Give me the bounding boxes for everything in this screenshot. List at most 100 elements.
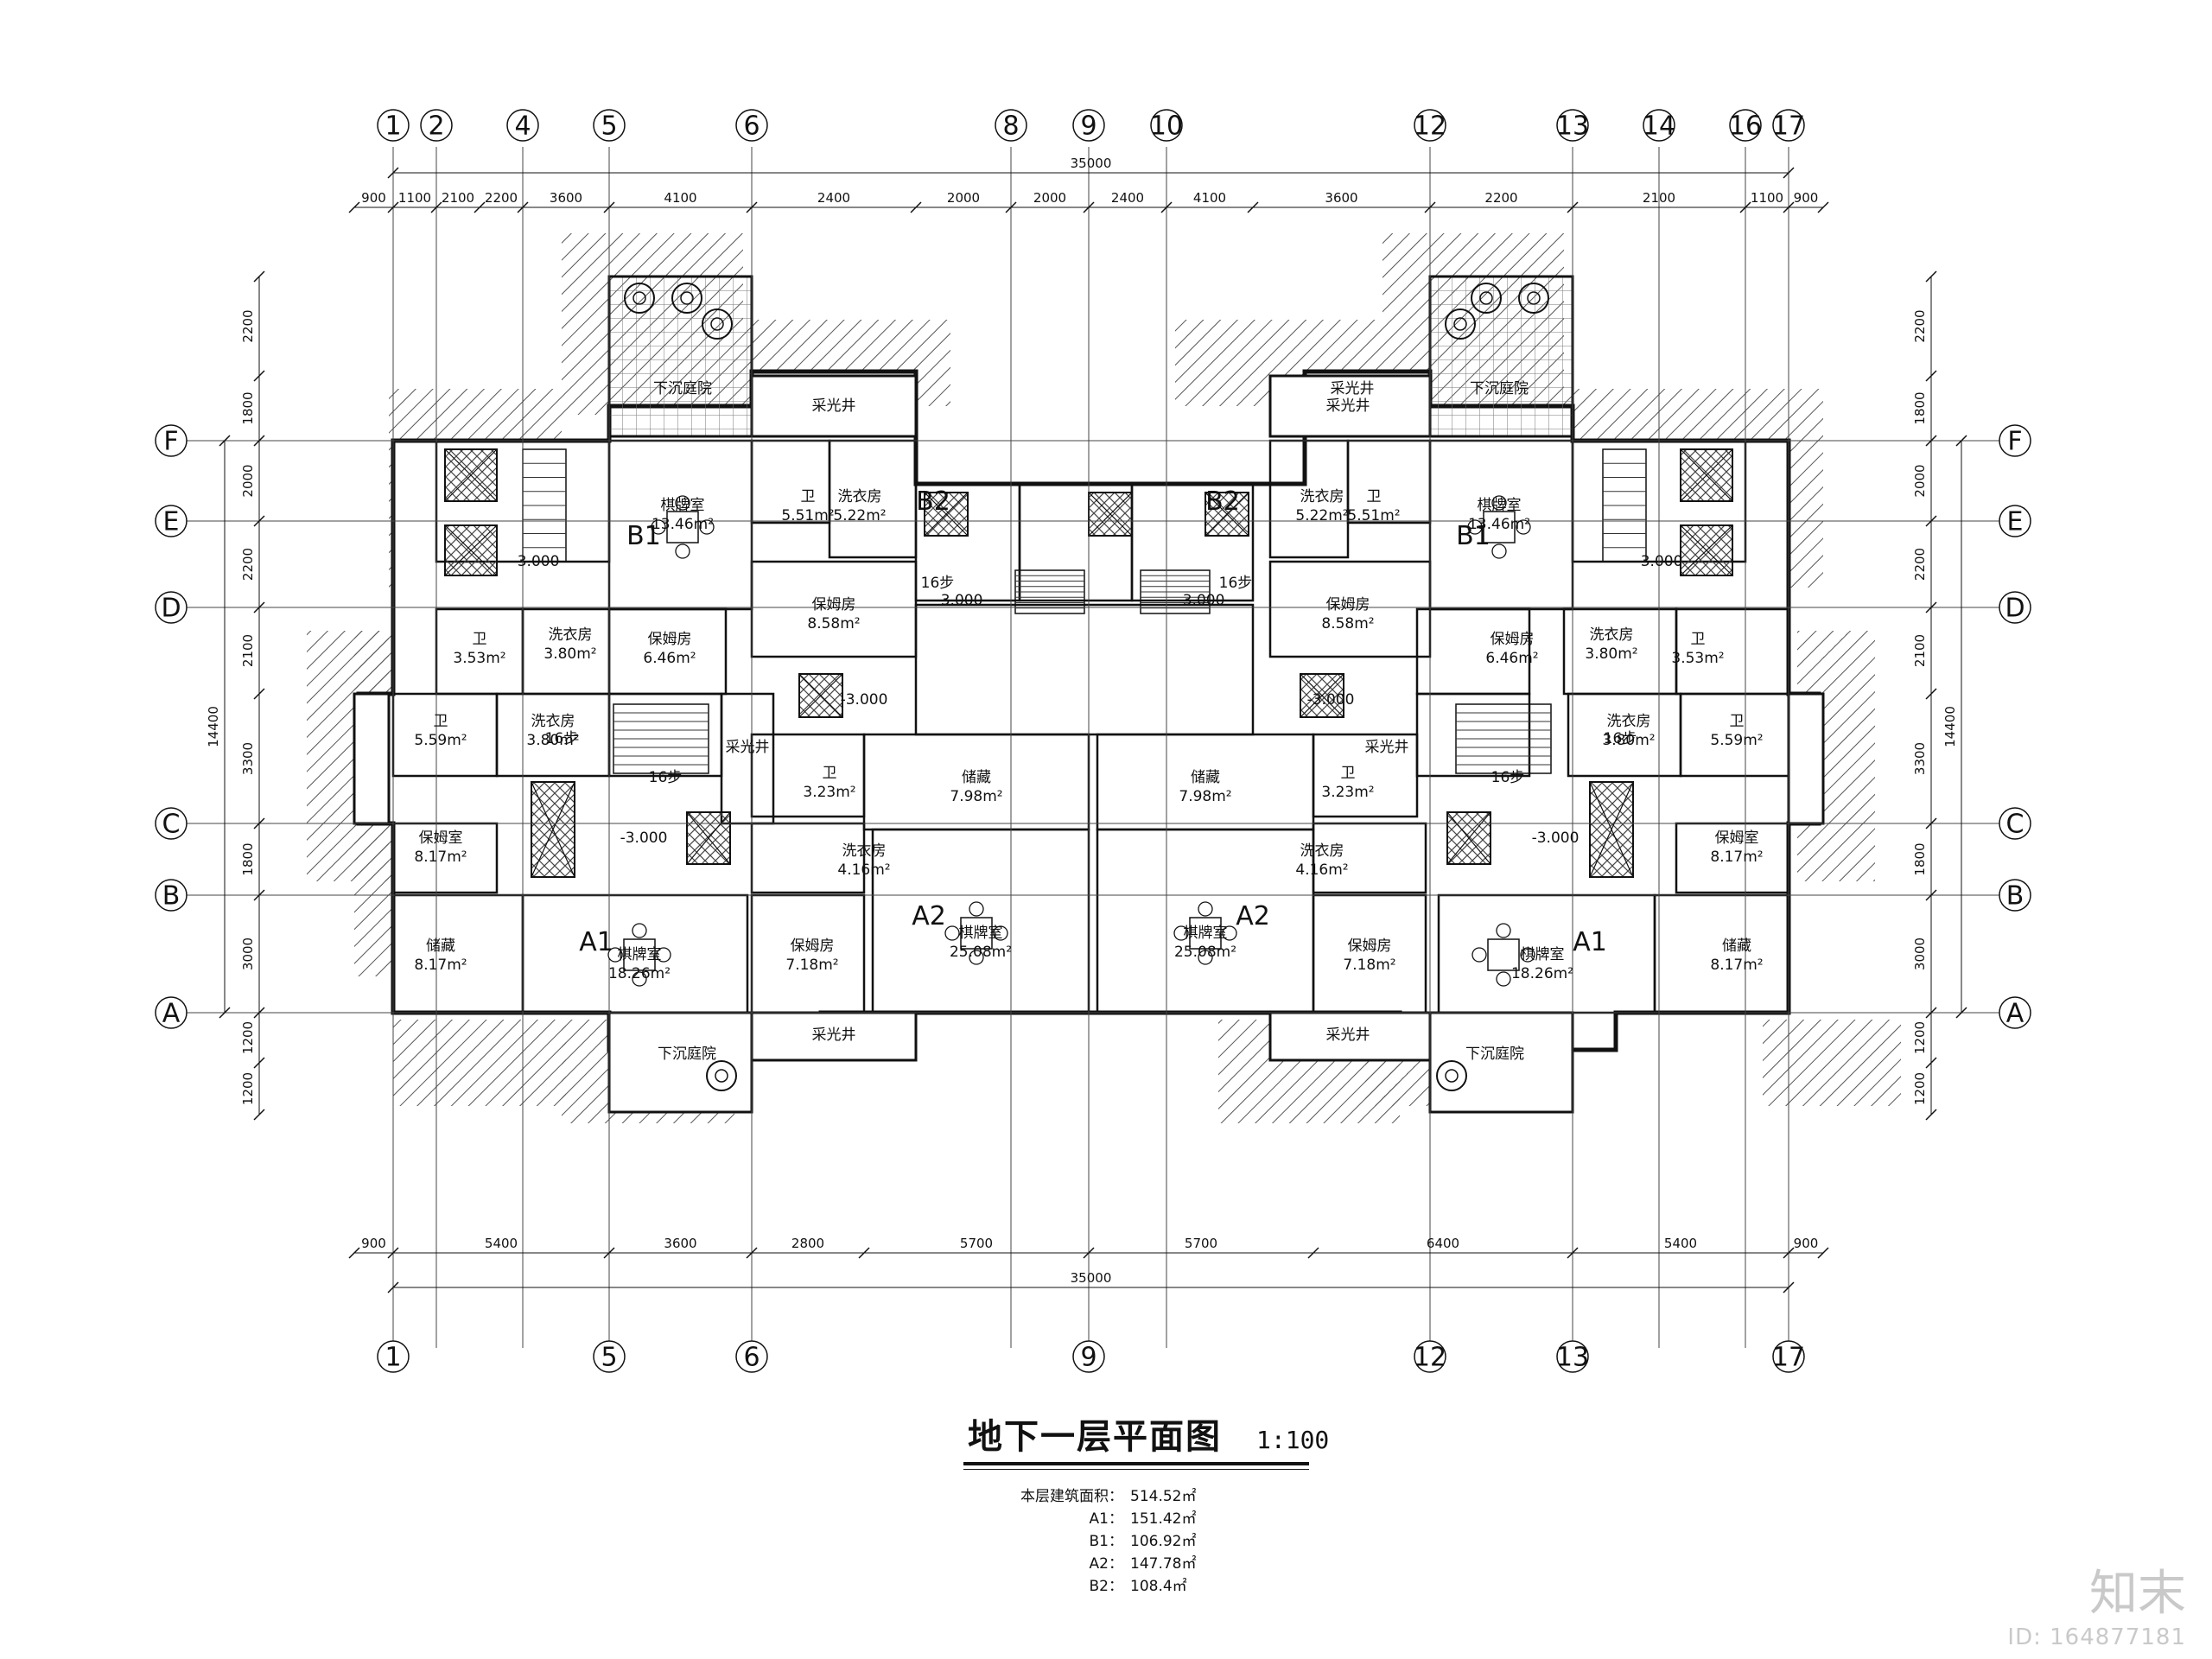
shaft-cross xyxy=(686,811,731,865)
dim-top-tick xyxy=(1160,201,1173,213)
room-name: 保姆室 xyxy=(419,830,463,847)
grid-label-top: 14 xyxy=(1643,111,1675,142)
shaft-cross xyxy=(1205,492,1249,537)
area-row-total: 本层建筑面积：514.52㎡ xyxy=(1020,1488,1197,1505)
grid-bubble xyxy=(155,505,188,537)
grid-label-left: A xyxy=(162,999,181,1029)
room-name-right: 保姆房 xyxy=(1326,596,1370,613)
room-area-right: 3.53m² xyxy=(1671,650,1724,667)
area-row-a1: A1：151.42㎡ xyxy=(1089,1510,1197,1528)
room-area: 3.23m² xyxy=(803,784,855,801)
room-area-right: 7.18m² xyxy=(1343,957,1395,974)
sunken-courtyard xyxy=(607,275,753,438)
dim-total-top-text: 35000 xyxy=(1071,156,1112,171)
dim-bottom-tick xyxy=(603,1247,615,1259)
room-name-right: 棋牌室 xyxy=(1184,925,1228,942)
grid-label-top: 1 xyxy=(385,111,401,142)
chair xyxy=(1520,947,1535,963)
grid-label-right: D xyxy=(2005,594,2024,624)
plant xyxy=(624,283,655,314)
shaft-cross xyxy=(1680,524,1733,576)
room-name: 采光井 xyxy=(1326,1027,1370,1044)
dim-bottom-text: 3600 xyxy=(664,1236,696,1251)
dim-top-tick xyxy=(387,201,399,213)
grid-bubble xyxy=(155,424,188,457)
dim-right-tick xyxy=(1925,817,1937,830)
shaft-cross xyxy=(531,781,575,878)
room-name-right: 卫 xyxy=(1730,713,1745,730)
room-name: 棋牌室 xyxy=(661,497,705,514)
dim-left-tick xyxy=(253,601,265,613)
room-name: 洗衣房 xyxy=(531,713,575,730)
room-area: 8.17m² xyxy=(414,957,467,974)
grid-label-top: 4 xyxy=(514,111,531,142)
dim-total-bottom-text: 35000 xyxy=(1071,1270,1112,1286)
room-name: 卫 xyxy=(823,765,837,782)
dim-total-top-tick xyxy=(387,167,399,179)
dim-left-tick xyxy=(253,688,265,700)
dim-right-tick xyxy=(1925,370,1937,382)
dim-right-text: 2100 xyxy=(1912,634,1928,667)
elevation-note: -3.000 xyxy=(620,830,668,847)
room-name-right: 采光井 xyxy=(1331,380,1375,397)
dim-total-bottom-tick xyxy=(1783,1281,1795,1294)
game-table xyxy=(1483,511,1516,543)
room-area-right: 5.22m² xyxy=(1295,507,1348,524)
area-row-b1: B1：106.92㎡ xyxy=(1089,1533,1197,1550)
room-area-right: 25.08m² xyxy=(1174,944,1236,961)
unit-label: A1 xyxy=(579,927,613,957)
dim-bottom-text: 5400 xyxy=(485,1236,518,1251)
dim-left-text: 2200 xyxy=(240,309,256,342)
chair xyxy=(1496,971,1511,987)
stair-note: 16步 xyxy=(1491,769,1525,786)
dim-top-text: 3600 xyxy=(550,190,582,206)
chair xyxy=(944,925,960,941)
room-area-right: 8.58m² xyxy=(1321,615,1374,632)
dim-right-text: 3000 xyxy=(1912,938,1928,970)
dim-right-total-tick xyxy=(1955,1007,1967,1019)
dim-top-text: 1100 xyxy=(1751,190,1783,206)
dim-top-tick xyxy=(517,201,529,213)
room-area-right: 5.51m² xyxy=(1347,507,1400,524)
plant-core xyxy=(710,317,724,331)
grid-bubble xyxy=(1556,109,1589,142)
dim-right-text: 2000 xyxy=(1912,464,1928,497)
unit-label: B2 xyxy=(1205,486,1240,517)
chair xyxy=(969,901,984,917)
room-area-right: 5.59m² xyxy=(1710,732,1763,749)
grid-bubble xyxy=(1414,1340,1446,1373)
plant-core xyxy=(1479,291,1493,305)
grid-label-right: C xyxy=(2006,810,2024,840)
dim-right-text: 1200 xyxy=(1912,1021,1928,1054)
unit-label: A2 xyxy=(1236,901,1270,931)
stair-note: 16步 xyxy=(1604,730,1637,747)
dim-top-tick xyxy=(1783,201,1795,213)
dim-top-tick xyxy=(1424,201,1436,213)
dim-top-tick xyxy=(1083,201,1095,213)
area-row-b2: B2：108.4㎡ xyxy=(1089,1578,1187,1595)
plant xyxy=(1436,1060,1467,1091)
plant xyxy=(706,1060,737,1091)
dim-left-tick xyxy=(253,435,265,447)
dim-bottom-text: 5700 xyxy=(1185,1236,1217,1251)
grid-label-left: C xyxy=(162,810,181,840)
grid-label-top: 5 xyxy=(601,111,617,142)
dim-top-tick xyxy=(1247,201,1259,213)
chair xyxy=(675,495,690,511)
dim-left-total-text: 14400 xyxy=(206,706,221,747)
grid-bubble xyxy=(1643,109,1675,142)
room-name: 保姆房 xyxy=(648,631,692,648)
dim-bottom-text: 6400 xyxy=(1427,1236,1459,1251)
room-area: 7.98m² xyxy=(950,788,1002,805)
dim-bottom-tick xyxy=(1817,1247,1829,1259)
dim-top-text: 2200 xyxy=(485,190,518,206)
dim-left-text: 3000 xyxy=(240,938,256,970)
earth-hatch xyxy=(393,1020,566,1106)
chair xyxy=(1173,925,1189,941)
room-name: 棋牌室 xyxy=(618,946,662,963)
unit-label: A1 xyxy=(1573,927,1607,957)
grid-bubble xyxy=(593,1340,626,1373)
room-area-right: 3.23m² xyxy=(1321,784,1374,801)
dim-bottom-text: 5400 xyxy=(1664,1236,1697,1251)
dim-right-tick xyxy=(1925,889,1937,901)
